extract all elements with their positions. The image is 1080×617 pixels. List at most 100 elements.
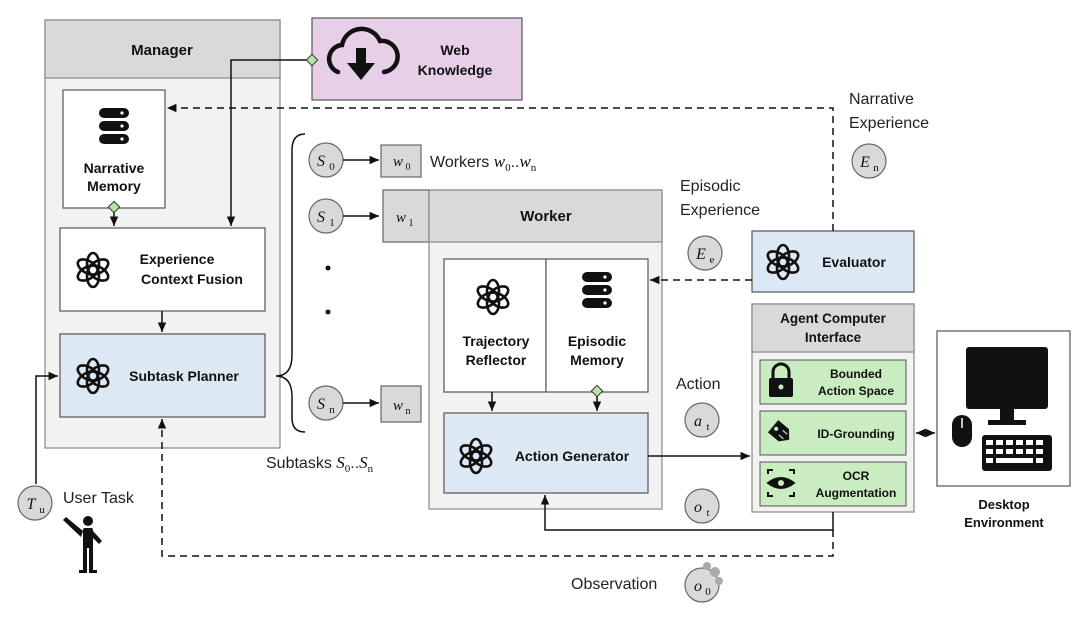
desktop-label-2: Environment xyxy=(964,515,1044,530)
svg-text:n: n xyxy=(406,406,411,417)
tag-icon xyxy=(767,420,790,442)
subtask-s0: S 0 xyxy=(308,142,344,178)
experience-context-fusion-box: Experience Context Fusion xyxy=(59,227,266,312)
svg-text:S: S xyxy=(317,153,325,170)
desktop-environment-box: Desktop Environment xyxy=(936,330,1071,530)
action-generator-box: Action Generator xyxy=(443,412,649,494)
cloud-download-icon xyxy=(326,26,400,80)
symbol-o0: o 0 xyxy=(684,562,723,603)
workers-label: Workers w0..wn xyxy=(430,152,537,174)
episodic-memory-label-2: Memory xyxy=(570,352,624,368)
worker-title: Worker xyxy=(520,208,572,225)
svg-text:1: 1 xyxy=(329,217,335,229)
lock-icon xyxy=(769,362,793,397)
subtask-sn: S n xyxy=(308,385,344,421)
svg-text:w: w xyxy=(393,154,403,170)
desktop-computer-icon xyxy=(952,347,1052,471)
narrative-experience-label-2: Experience xyxy=(849,115,929,132)
web-label-1: Web xyxy=(440,42,469,58)
web-to-fusion-connector xyxy=(226,53,319,226)
svg-text:Action Space: Action Space xyxy=(818,384,894,398)
svg-text:u: u xyxy=(39,504,45,516)
observation-label: Observation xyxy=(571,576,657,593)
web-knowledge-box: Web Knowledge xyxy=(311,17,523,101)
svg-text:OCR: OCR xyxy=(843,469,870,483)
subtask-s1: S 1 xyxy=(308,198,344,234)
episodic-memory-label-1: Episodic xyxy=(568,333,627,349)
symbol-en: E n xyxy=(851,143,887,179)
subtask-brace xyxy=(275,133,306,433)
trajectory-reflector-box: Trajectory Reflector xyxy=(443,258,547,393)
evaluator-box: Evaluator xyxy=(751,230,915,293)
database-icon xyxy=(99,108,129,144)
episodic-experience-label-1: Episodic xyxy=(680,178,740,195)
manager-title: Manager xyxy=(131,42,193,59)
narrative-memory-label-1: Narrative xyxy=(84,160,145,176)
aci-item-bounded-action-space: Bounded Action Space xyxy=(759,359,907,405)
symbol-tu: T u xyxy=(17,485,53,521)
svg-text:a: a xyxy=(694,413,702,430)
desktop-label-1: Desktop xyxy=(978,497,1029,512)
svg-text:S: S xyxy=(317,209,325,226)
subtask-planner-label: Subtask Planner xyxy=(129,368,239,384)
user-task-arrow xyxy=(35,371,58,484)
episodic-experience-label-2: Experience xyxy=(680,202,760,219)
worker-w1: w 1 xyxy=(382,189,430,243)
database-icon xyxy=(582,272,612,308)
reflector-label-1: Trajectory xyxy=(463,333,530,349)
action-label: Action xyxy=(676,376,720,393)
svg-text:E: E xyxy=(859,154,870,171)
svg-text:t: t xyxy=(706,421,709,433)
narrative-memory-box: Narrative Memory xyxy=(62,89,166,209)
svg-text:0: 0 xyxy=(329,161,335,173)
svg-text:w: w xyxy=(396,210,406,226)
eye-scan-icon xyxy=(766,469,796,497)
aci-title-1: Agent Computer xyxy=(780,311,886,326)
svg-text:ID-Grounding: ID-Grounding xyxy=(817,427,894,441)
aci-item-id-grounding: ID-Grounding xyxy=(759,410,907,456)
episodic-memory-box: Episodic Memory xyxy=(545,258,649,393)
svg-text:o: o xyxy=(694,499,702,516)
reflector-label-2: Reflector xyxy=(466,352,527,368)
subtasks-label: Subtasks S0..Sn xyxy=(266,453,374,475)
svg-text:o: o xyxy=(694,578,702,595)
ellipsis-dot xyxy=(325,309,331,315)
narrative-experience-arrow xyxy=(167,103,834,231)
aci-item-ocr-augmentation: OCR Augmentation xyxy=(759,461,907,507)
svg-text:w: w xyxy=(393,398,403,414)
svg-text:e: e xyxy=(710,254,715,266)
svg-text:t: t xyxy=(706,507,709,519)
memory-to-generator-connector xyxy=(590,384,604,411)
svg-text:0: 0 xyxy=(406,162,411,173)
narrative-memory-label-2: Memory xyxy=(87,178,141,194)
svg-text:E: E xyxy=(695,246,706,263)
ellipsis-dot xyxy=(325,265,331,271)
observation-loop-arrow xyxy=(540,495,834,531)
subtask-planner-box: Subtask Planner xyxy=(59,333,266,418)
svg-text:S: S xyxy=(317,396,325,413)
worker-w0: w 0 xyxy=(380,144,422,178)
svg-text:0: 0 xyxy=(705,586,711,598)
fusion-label-1: Experience xyxy=(140,251,215,267)
evaluator-label: Evaluator xyxy=(822,254,886,270)
user-task-label: User Task xyxy=(63,490,135,507)
user-figure-icon xyxy=(63,516,102,573)
symbol-at: a t xyxy=(684,402,720,438)
fusion-label-2: Context Fusion xyxy=(141,271,243,287)
svg-text:1: 1 xyxy=(409,218,414,229)
svg-text:T: T xyxy=(27,496,37,513)
narrative-experience-label-1: Narrative xyxy=(849,91,914,108)
symbol-ee: E e xyxy=(687,235,723,271)
worker-wn: w n xyxy=(380,385,422,423)
observation-feedback-arrow xyxy=(157,419,834,557)
symbol-ot: o t xyxy=(684,488,720,524)
svg-text:Augmentation: Augmentation xyxy=(816,486,897,500)
memory-to-fusion-connector xyxy=(107,200,121,226)
svg-text:Bounded: Bounded xyxy=(830,367,882,381)
action-generator-label: Action Generator xyxy=(515,448,630,464)
svg-text:n: n xyxy=(329,404,335,416)
aci-title-2: Interface xyxy=(805,330,862,345)
svg-text:n: n xyxy=(873,162,879,174)
web-label-2: Knowledge xyxy=(418,62,493,78)
